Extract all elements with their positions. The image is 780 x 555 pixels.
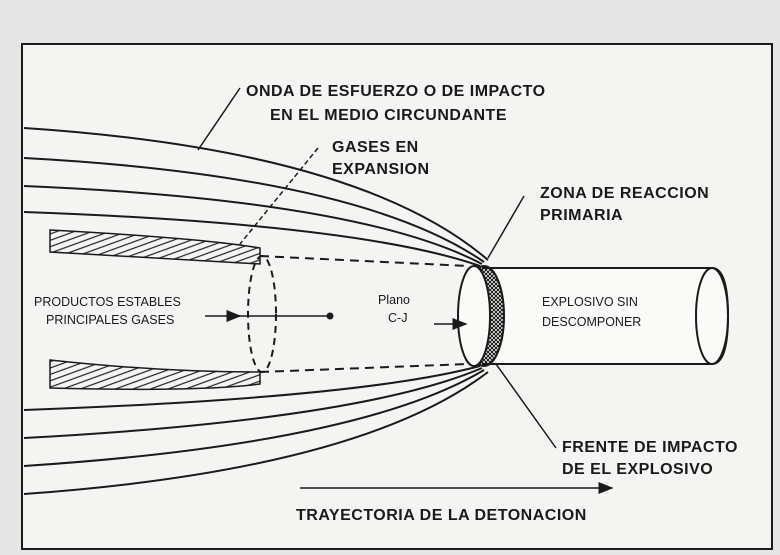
explosive-cylinder — [482, 267, 730, 365]
reaction-zone-label-line1: ZONA DE REACCION — [540, 185, 709, 202]
gases-label-line1: GASES EN — [332, 139, 419, 156]
impact-front-label-line2: DE EL EXPLOSIVO — [562, 461, 713, 478]
gas-band-upper — [49, 229, 261, 265]
impact-front-label-line1: FRENTE DE IMPACTO — [562, 439, 738, 456]
products-label-line1: PRODUCTOS ESTABLES — [34, 295, 181, 309]
gas-band-lower — [49, 359, 261, 391]
stress-wave-curves-upper — [23, 127, 489, 267]
gases-label-line2: EXPANSION — [332, 161, 430, 178]
plane-label-line2: C-J — [388, 311, 407, 325]
leader-lines — [197, 87, 557, 449]
unreacted-explosive-label-line2: DESCOMPONER — [542, 315, 641, 329]
unreacted-explosive-label-line1: EXPLOSIVO SIN — [542, 295, 638, 309]
trajectory-label: TRAYECTORIA DE LA DETONACION — [296, 507, 587, 524]
cj-plane-ellipse — [457, 265, 491, 367]
plane-label-line1: Plano — [378, 293, 410, 307]
stress-wave-curves-lower — [23, 365, 489, 495]
products-label-line2: PRINCIPALES GASES — [46, 313, 174, 327]
stress-wave-label-line1: ONDA DE ESFUERZO O DE IMPACTO — [246, 83, 546, 100]
expansion-boundary — [259, 255, 469, 373]
gas-flow-dot — [326, 312, 334, 320]
reaction-zone-label-line2: PRIMARIA — [540, 207, 623, 224]
gas-cross-section-ellipse — [247, 255, 277, 373]
stress-wave-label-line2: EN EL MEDIO CIRCUNDANTE — [270, 107, 507, 124]
